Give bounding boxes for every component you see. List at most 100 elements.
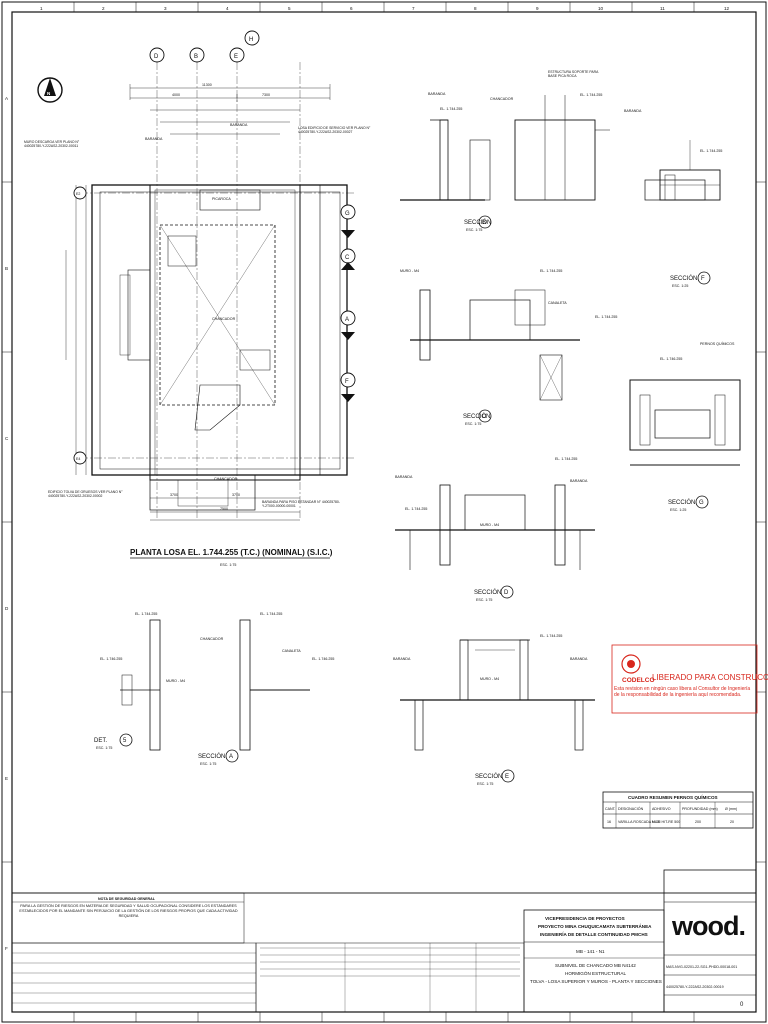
plan-baranda-2: BARANDA (230, 123, 248, 127)
wood-logo: wood. (671, 911, 745, 941)
sec-g-pernos: PERNOS QUÍMICOS (700, 342, 735, 346)
sec-a-title: SECCIÓN (198, 753, 225, 760)
grid-letter-h: H (249, 37, 253, 43)
sec-c-scale: ESC. 1:75 (465, 422, 481, 426)
table-adh: HILTI HIT-RE 500 (652, 820, 680, 824)
sec-f-scale: ESC. 1:25 (672, 284, 688, 288)
column-labels: 1 2 3 4 5 6 7 8 9 10 11 12 A B C D E F (5, 6, 730, 951)
plan-grid-bubbles (73, 30, 356, 465)
row-marker-e: E (5, 776, 8, 781)
section-b-labels: EL. 1.744.255 EL. 1.744.255 BARANDA CHAN… (428, 70, 602, 232)
col-marker-11: 11 (660, 6, 665, 11)
plan-chancador-bottom: CHANCADOR (214, 477, 238, 481)
note-tolva: EDIFICIO TOLVA DE GRUESOS VER PLANO N° 4… (48, 490, 123, 498)
dim-total: 11300 (202, 83, 212, 87)
sec-e-letter: E (505, 774, 509, 780)
grid-letter-b: B (194, 54, 198, 60)
dim-bottom-b: 3700 (232, 493, 240, 497)
col-marker-10: 10 (598, 6, 604, 11)
stamp-brand: CODELCO (622, 677, 655, 684)
sec-a-letter: A (229, 754, 233, 760)
sec-a-el-right: EL. 1.744.255 (260, 612, 282, 616)
plan-chancador-label: CHANCADOR (212, 317, 236, 321)
vp1: VICEPRESIDENCIA DE PROYECTOS (545, 916, 625, 921)
table-desig: VARILLA ROSCADA M-16 (618, 820, 660, 824)
pernos-table: CUADRO RESUMEN PERNOS QUÍMICOS CANT. DES… (602, 791, 754, 829)
section-c-drawing (410, 289, 580, 401)
grid-letter-g: G (345, 211, 350, 217)
plan-grid-letters: D B E H G C A F E2 E4 (76, 37, 350, 461)
col-marker-12: 12 (724, 6, 730, 11)
sec-d-scale: ESC. 1:75 (476, 598, 492, 602)
col-marker-3: 3 (164, 6, 167, 11)
sec-d-baranda: BARANDA (395, 475, 413, 479)
section-d-labels: BARANDA BARANDA EL. 1.744.255 EL. 1.744.… (395, 457, 588, 602)
table-prof: 200 (695, 820, 701, 824)
revision: 0 (740, 1002, 744, 1008)
plan-drawing (65, 62, 355, 521)
sec-b-baranda: BARANDA (428, 92, 446, 96)
sec-d-el: EL. 1.744.255 (555, 457, 577, 461)
sec-e-baranda: BARANDA (393, 657, 411, 661)
sec-g-el: EL. 1.746.255 (660, 357, 682, 361)
col-marker-6: 6 (350, 6, 353, 11)
row-marker-c: C (5, 436, 9, 441)
table-h-diam: Ø (mm) (725, 807, 737, 811)
row-marker-b: B (5, 266, 8, 271)
sec-f-title: SECCIÓN (670, 275, 697, 282)
vp2: PROYECTO MINA CHUQUICAMATA SUBTERRÁNEA (538, 923, 652, 929)
sec-c-el: EL. 1.744.255 (540, 269, 562, 273)
sec-c-title: SECCIÓN (463, 413, 490, 420)
doc-number-1: MAS-NVG-02201-22-SG1-PHDD-00018-001 (666, 965, 737, 969)
section-f-labels: SECCIÓN F ESC. 1:25 (670, 271, 711, 288)
section-g-drawing (629, 379, 741, 466)
plan-labels: 11300 4000 7300 3700 3700 7500 CHANCADOR… (24, 83, 370, 511)
sec-a-muro: MURO - M4 (166, 679, 185, 683)
section-a-drawing (120, 619, 310, 751)
sec-d-el-left: EL. 1.744.255 (405, 507, 427, 511)
sec-c-canaleta: CANALETA (548, 301, 567, 305)
sec-a-el2-right: EL. 1.746.255 (312, 657, 334, 661)
sec-b-letter: B (482, 220, 486, 226)
detail-baranda: BARANDA (624, 109, 642, 113)
section-g-labels: EL. 1.746.255 PERNOS QUÍMICOS SECCIÓN G … (660, 342, 735, 512)
safety-text: PARA LA GESTIÓN DE RIESGOS EN MATERIA DE… (19, 904, 237, 918)
sec-e-el: EL. 1.744.255 (540, 634, 562, 638)
grid-e2: E2 (76, 192, 80, 196)
sec-b-scale: ESC. 1:75 (466, 228, 482, 232)
section-d-drawing (395, 484, 595, 570)
grid-e4: E4 (76, 457, 80, 461)
plan-title: PLANTA LOSA EL. 1.744.255 (T.C.) (NOMINA… (130, 548, 333, 557)
sec-a-el: EL. 1.744.255 (135, 612, 157, 616)
plan-scale: ESC. 1:75 (220, 563, 236, 567)
grid-letter-c: C (345, 255, 350, 261)
col-marker-1: 1 (40, 6, 43, 11)
dim-bottom-total: 7500 (220, 507, 228, 511)
sec-c-el-right: EL. 1.744.255 (595, 315, 617, 319)
table-h-adh: ADHESIVO (652, 807, 671, 811)
section-e-drawing (400, 639, 595, 751)
stamp-text: Esta revision en ningún caso libera al C… (614, 686, 750, 698)
section-a-labels: EL. 1.744.255 EL. 1.744.255 EL. 1.746.25… (94, 612, 334, 766)
sec-a-el2: EL. 1.746.255 (100, 657, 122, 661)
sec-d-baranda-right: BARANDA (570, 479, 588, 483)
sec-a-chancador: CHANCADOR (200, 637, 224, 641)
title-block-frame (11, 869, 757, 1013)
grid-letter-f: F (345, 379, 349, 385)
row-marker-f: F (5, 946, 8, 951)
sec-c-letter: C (482, 414, 487, 420)
note-losa: LOSA EDIFICIO DE SERVICIO VER PLANO N° 4… (298, 126, 370, 134)
detail-right-top-labels: EL. 1.744.255 BARANDA (624, 109, 722, 153)
col-marker-9: 9 (536, 6, 539, 11)
section-b-drawing (400, 95, 610, 201)
sec-d-letter: D (504, 590, 509, 596)
doc-number-2: 440025780-Y-222AS2-20302-00019 (666, 985, 724, 989)
title-block-text: NOTA DE SEGURIDAD GENERAL PARA LA GESTIÓ… (19, 897, 746, 1008)
sec-c-muro: MURO - M4 (400, 269, 419, 273)
sec-b-estructura: ESTRUCTURA SOPORTE PARA BASE PICA ROCA (548, 70, 598, 78)
desc1: SUBNIVEL DE CHANCADO MB N4142 (555, 963, 636, 968)
section-f-drawing (644, 179, 706, 201)
sec-e-title: SECCIÓN (475, 773, 502, 780)
